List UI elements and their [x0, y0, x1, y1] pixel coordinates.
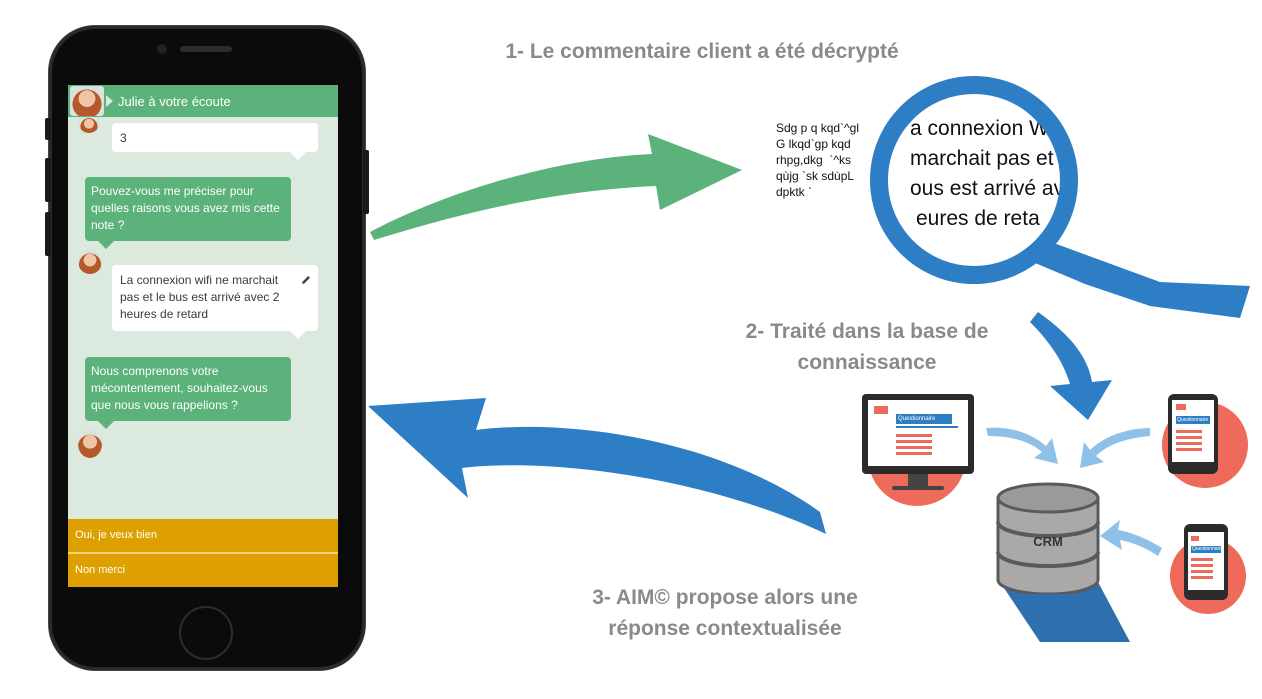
step2-label: 2- Traité dans la base de connaissance — [745, 320, 989, 374]
choice-divider — [68, 552, 338, 554]
phone-side-button — [45, 212, 51, 256]
decoded-line: eures de reta — [916, 207, 1040, 230]
phone-home-button[interactable] — [179, 606, 233, 660]
phone-side-button — [363, 150, 369, 214]
bot-question-bubble: Pouvez-vous me préciser pour quelles rai… — [85, 177, 291, 241]
light-blue-arrow — [1080, 428, 1150, 468]
database-shadow — [1000, 582, 1130, 642]
light-blue-arrow — [986, 427, 1058, 464]
scrambled-line: dpktk ` — [776, 185, 813, 199]
user-comment-text: La connexion wifi ne marchait pas et le … — [120, 273, 280, 321]
phone-side-button — [45, 118, 51, 140]
blue-return-arrow — [368, 398, 826, 534]
user-score-bubble: 3 — [112, 123, 318, 152]
choice-yes-button[interactable]: Oui, je veux bien — [68, 519, 338, 552]
bubble-tail — [290, 331, 306, 339]
bubble-tail — [98, 421, 114, 429]
questionnaire-label: Questionnaire — [896, 414, 952, 424]
pencil-icon[interactable] — [300, 273, 312, 291]
chat-header: Julie à votre écoute — [68, 85, 338, 117]
agent-avatar — [78, 430, 102, 458]
questionnaire-label: Questionnaire — [1176, 416, 1210, 424]
agent-avatar — [78, 117, 100, 133]
choice-no-label: Non merci — [75, 564, 126, 576]
user-comment-bubble: La connexion wifi ne marchait pas et le … — [112, 265, 318, 331]
scrambled-text: Sdg p q kqd`^gl G lkqd`gp kqd rhpg,dkg `… — [776, 120, 859, 200]
questionnaire-label: Questionnaire — [1191, 546, 1224, 553]
light-blue-arrow — [1100, 520, 1162, 556]
header-pointer — [106, 95, 113, 107]
scrambled-line: G lkqd`gp kqd — [776, 137, 851, 151]
agent-name: Julie à votre écoute — [118, 94, 231, 109]
scrambled-line: rhpg,dkg `^ks — [776, 153, 851, 167]
agent-avatar — [70, 86, 104, 116]
database-icon: CRM — [996, 482, 1100, 596]
bot-reply-text: Nous comprenons votre mécontentement, so… — [91, 364, 268, 412]
crm-label: CRM — [1033, 534, 1063, 549]
tablet-icon: Questionnaire — [1158, 394, 1250, 488]
blue-down-arrow — [1030, 312, 1112, 420]
bubble-tail — [98, 241, 114, 249]
phone-side-button — [45, 158, 51, 202]
bot-question-text: Pouvez-vous me préciser pour quelles rai… — [91, 184, 280, 232]
step1-label: 1- Le commentaire client a été décrypté — [505, 40, 899, 63]
decoded-line: marchait pas et — [910, 147, 1054, 170]
agent-avatar — [78, 250, 102, 274]
scrambled-line: Sdg p q kqd`^gl — [776, 121, 860, 135]
phone-speaker — [180, 46, 232, 52]
chat-screen: Julie à votre écoute 3 Pouvez-vous me pr… — [68, 85, 338, 587]
choice-yes-label: Oui, je veux bien — [75, 529, 157, 541]
magnifier-icon — [870, 76, 1250, 318]
decoded-line: ous est arrivé av — [910, 177, 1065, 200]
scrambled-line: qùjg `sk sdùpL — [776, 169, 855, 183]
phone-icon: Questionnaire — [1170, 522, 1250, 614]
monitor-icon: Questionnaire — [862, 394, 974, 506]
score-text: 3 — [120, 131, 127, 145]
phone-camera — [157, 44, 167, 54]
step3-label: 3- AIM© propose alors une réponse contex… — [592, 586, 858, 640]
bubble-tail — [290, 152, 306, 160]
choice-no-button[interactable]: Non merci — [68, 554, 338, 587]
green-arrow — [370, 134, 742, 240]
bot-reply-bubble: Nous comprenons votre mécontentement, so… — [85, 357, 291, 421]
